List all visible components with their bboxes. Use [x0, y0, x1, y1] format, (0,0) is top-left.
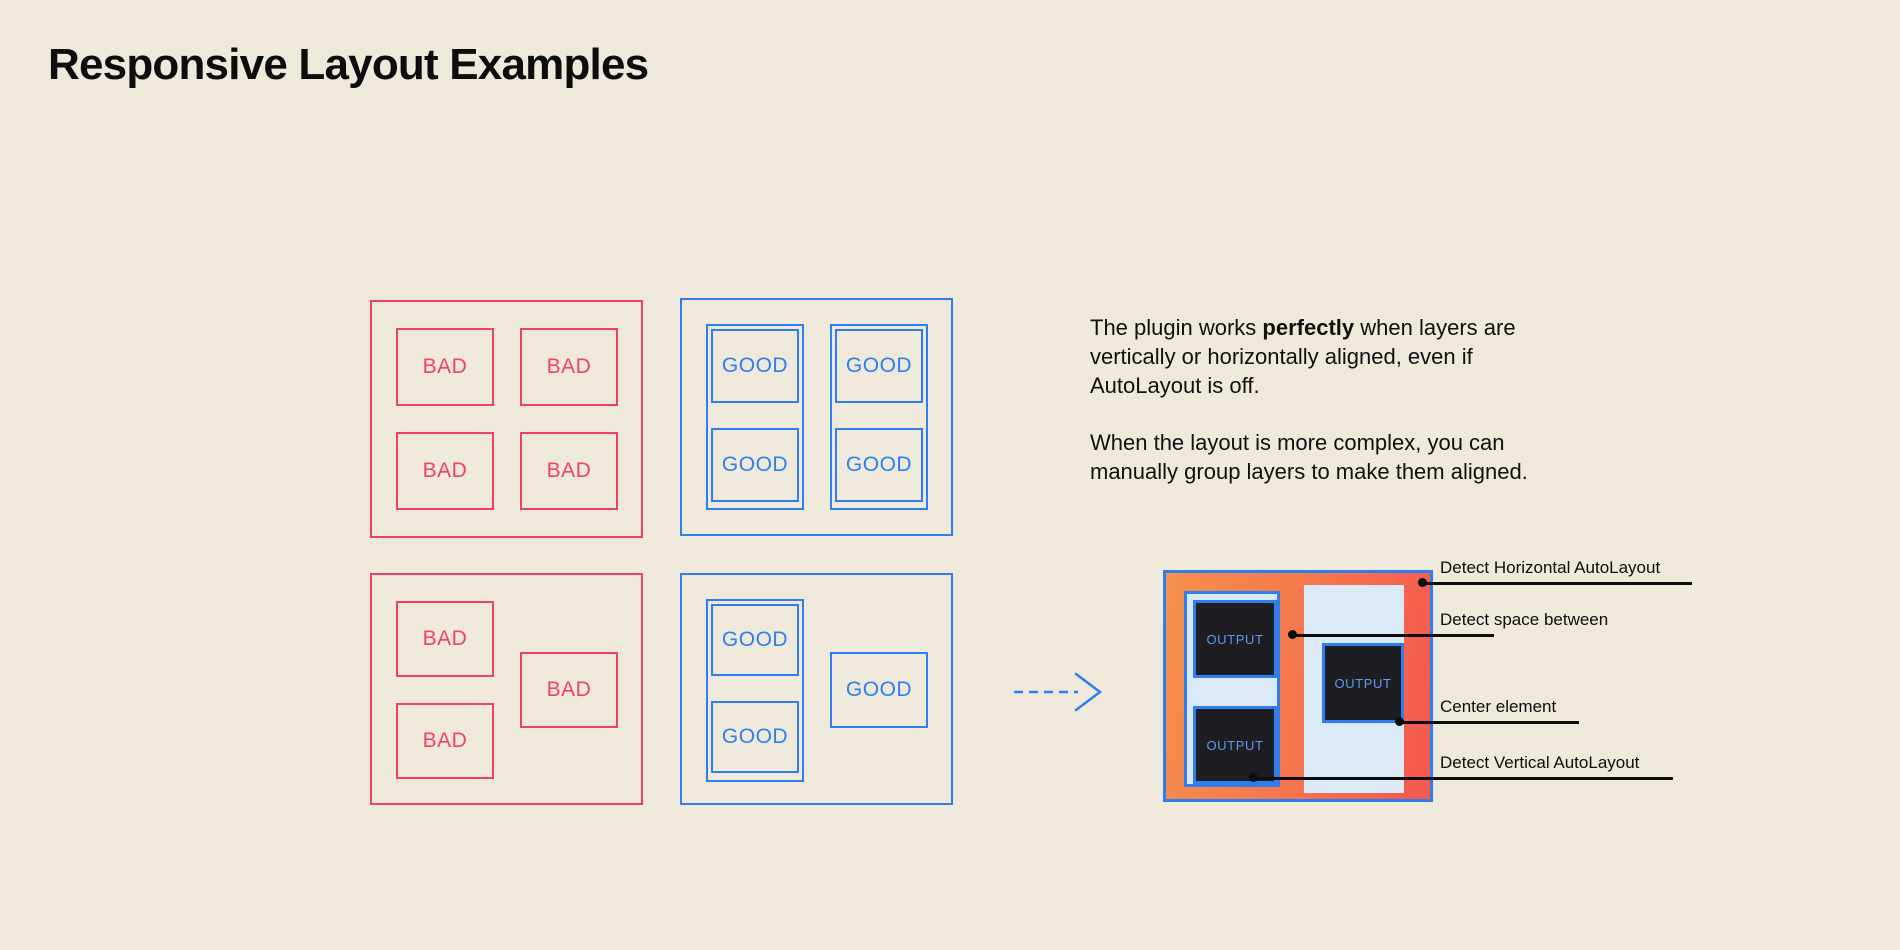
result-frame-inner: OUTPUT OUTPUT OUTPUT: [1166, 573, 1430, 799]
copy-paragraph-1: The plugin works perfectly when layers a…: [1090, 313, 1550, 400]
good-cell: GOOD: [711, 428, 799, 502]
callout-leader-line: [1422, 582, 1692, 585]
good-cell: GOOD: [711, 701, 799, 773]
vertical-group-container: OUTPUT OUTPUT: [1184, 591, 1280, 787]
copy-p1-emphasis: perfectly: [1262, 315, 1355, 340]
callout-leader-line: [1399, 721, 1579, 724]
bad-cell: BAD: [520, 432, 618, 510]
layer-group: GOOD GOOD: [706, 324, 804, 510]
good-complex-panel: GOOD GOOD GOOD: [680, 573, 953, 805]
bad-cell: BAD: [520, 328, 618, 406]
bad-cell: BAD: [396, 328, 494, 406]
good-grid-panel: GOOD GOOD GOOD GOOD: [680, 298, 953, 536]
good-cell: GOOD: [835, 428, 923, 502]
output-box: OUTPUT: [1193, 706, 1277, 784]
callout-label: Detect Horizontal AutoLayout: [1440, 558, 1661, 577]
copy-p1-part2: when layers are vertically or horizontal…: [1090, 315, 1516, 398]
good-cell: GOOD: [711, 604, 799, 676]
result-frame: OUTPUT OUTPUT OUTPUT: [1163, 570, 1433, 802]
copy-p1-part1: The plugin works: [1090, 315, 1263, 340]
callout-label: Center element: [1440, 697, 1557, 716]
bad-cell: BAD: [396, 703, 494, 779]
good-cell: GOOD: [830, 652, 928, 728]
bad-cell: BAD: [396, 601, 494, 677]
callout-leader-line: [1292, 634, 1494, 637]
output-box: OUTPUT: [1322, 643, 1404, 723]
bad-cell: BAD: [520, 652, 618, 728]
centered-element-container: OUTPUT: [1304, 585, 1404, 793]
page-title: Responsive Layout Examples: [48, 40, 649, 89]
layer-group: GOOD GOOD: [706, 599, 804, 782]
callout-leader-line: [1253, 777, 1673, 780]
good-cell: GOOD: [835, 329, 923, 403]
output-box: OUTPUT: [1193, 600, 1277, 678]
good-cell: GOOD: [711, 329, 799, 403]
bad-cell: BAD: [396, 432, 494, 510]
callout-label: Detect space between: [1440, 610, 1609, 629]
callout-label: Detect Vertical AutoLayout: [1440, 753, 1640, 772]
dashed-right-arrow: [1012, 672, 1104, 712]
copy-paragraph-2: When the layout is more complex, you can…: [1090, 430, 1528, 484]
layer-group: GOOD GOOD: [830, 324, 928, 510]
arrow-head: [1074, 672, 1103, 712]
explanatory-copy: The plugin works perfectly when layers a…: [1090, 313, 1550, 486]
bad-grid-panel: BAD BAD BAD BAD: [370, 300, 643, 538]
bad-complex-panel: BAD BAD BAD: [370, 573, 643, 805]
